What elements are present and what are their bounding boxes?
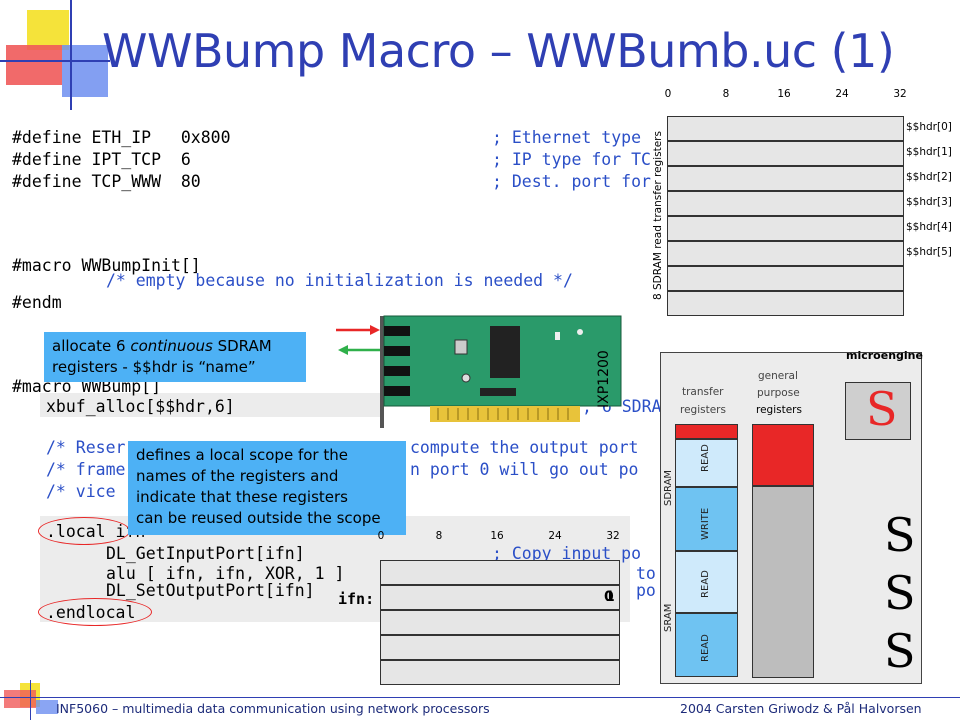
hdr-label-1: $$hdr[1] xyxy=(906,146,952,158)
code-empty-comment: /* empty because no initialization is ne… xyxy=(106,271,573,290)
sdram-tick-24: 24 xyxy=(835,88,849,100)
write-label: WRITE xyxy=(700,507,711,540)
ifn-value-1: 1 xyxy=(605,589,615,605)
general-registers-label-1: general xyxy=(758,370,798,382)
deco-bottom-blue xyxy=(36,700,58,714)
hdr-label-2: $$hdr[2] xyxy=(906,171,952,183)
deco-horizontal-line xyxy=(0,60,110,62)
sdram-reg-3 xyxy=(667,191,904,216)
code-alu-comment: to xyxy=(636,564,656,583)
ifn-tick-24: 24 xyxy=(548,530,562,542)
local-highlight-ellipse xyxy=(38,517,130,545)
sram-group-label: SRAM xyxy=(663,603,674,632)
code-dl-get-input-port: DL_GetInputPort[ifn] xyxy=(106,544,305,563)
deco-blue-square xyxy=(62,45,108,97)
sdram-tick-16: 16 xyxy=(777,88,791,100)
ifn-reg-4 xyxy=(380,660,620,685)
deco-red-square xyxy=(6,45,62,85)
thread-icon-3: S xyxy=(884,624,916,678)
sdram-reg-1 xyxy=(667,141,904,166)
code-dl-set-output-port: DL_SetOutputPort[ifn] xyxy=(106,581,315,600)
read-label-1: READ xyxy=(700,444,711,472)
slide-title: WWBump Macro – WWBumb.uc (1) xyxy=(102,24,895,78)
sdram-reg-7 xyxy=(667,291,904,316)
sdram-side-label: 8 SDRAM read transfer registers xyxy=(652,131,664,300)
sdram-tick-32: 32 xyxy=(893,88,907,100)
transfer-write xyxy=(675,487,738,551)
transfer-read-1 xyxy=(675,439,738,487)
ifn-reg-2 xyxy=(380,610,620,635)
code-macro-init: #macro WWBumpInit[] xyxy=(12,256,201,275)
xbuf-code-box xyxy=(40,393,380,417)
gpr-reg-red xyxy=(752,424,814,486)
footer-course: INF5060 – multimedia data communication … xyxy=(56,701,490,716)
allocate-callout-line2: registers - $$hdr is “name” xyxy=(52,358,256,376)
footer-authors: 2004 Carsten Griwodz & Pål Halvorsen xyxy=(680,701,922,716)
local-scope-callout: defines a local scope for the names of t… xyxy=(128,441,406,535)
deco-bottom-line xyxy=(0,697,960,698)
ifn-reg-0 xyxy=(380,560,620,585)
general-registers-label-3: registers xyxy=(756,404,802,416)
ixp1200-card-label: IXP1200 xyxy=(596,350,612,408)
thread-icon-2: S xyxy=(884,566,916,620)
general-registers-label-2: purpose xyxy=(757,387,800,399)
transfer-registers-label-1: transfer xyxy=(682,386,724,398)
sdram-tick-8: 8 xyxy=(722,88,730,100)
sdram-reg-4 xyxy=(667,216,904,241)
code-xbuf-alloc: xbuf_alloc[$$hdr,6] xyxy=(46,397,235,416)
ifn-tick-16: 16 xyxy=(490,530,504,542)
endlocal-highlight-ellipse xyxy=(38,598,152,626)
code-endm: #endm xyxy=(12,293,62,312)
ifn-tick-0: 0 xyxy=(377,530,385,542)
hdr-label-4: $$hdr[4] xyxy=(906,221,952,233)
ifn-value-0: 0 xyxy=(604,589,614,605)
active-thread-icon: S xyxy=(866,382,898,436)
sdram-reg-0 xyxy=(667,116,904,141)
code-frame-comment-a: /* frame xyxy=(46,460,126,479)
ifn-label: ifn: xyxy=(338,590,375,608)
microengine-title: microengine xyxy=(846,349,923,362)
sdram-reg-6 xyxy=(667,266,904,291)
active-thread-box xyxy=(845,382,911,440)
transfer-read-2 xyxy=(675,551,738,613)
thread-icon-1: S xyxy=(884,508,916,562)
code-define-ipt-tcp-comment: ; IP type for TC xyxy=(492,150,651,169)
code-vice-comment: /* vice xyxy=(46,482,116,501)
read-label-3: READ xyxy=(700,634,711,662)
transfer-registers-label-2: registers xyxy=(680,404,726,416)
read-label-2: READ xyxy=(700,570,711,598)
sdram-tick-0: 0 xyxy=(664,88,672,100)
hdr-label-0: $$hdr[0] xyxy=(906,121,952,133)
code-define-tcp-www: #define TCP_WWW 80 xyxy=(12,172,201,191)
code-define-eth-ip-comment: ; Ethernet type xyxy=(492,128,642,147)
code-dl-set-comment: po xyxy=(636,581,656,600)
gpr-reg-gray xyxy=(752,486,814,678)
code-define-eth-ip: #define ETH_IP 0x800 xyxy=(12,128,231,147)
ifn-tick-8: 8 xyxy=(435,530,443,542)
allocate-callout-line1: allocate 6 continuous SDRAM xyxy=(52,337,272,355)
transfer-reg-red xyxy=(675,424,738,439)
code-dl-get-comment: ; Copy input po xyxy=(492,544,642,563)
network-card-illustration xyxy=(336,315,622,428)
sdram-group-label: SDRAM xyxy=(663,469,674,506)
hdr-label-3: $$hdr[3] xyxy=(906,196,952,208)
deco-bottom-vline xyxy=(30,680,31,720)
ifn-reg-3 xyxy=(380,635,620,660)
transfer-read-3 xyxy=(675,613,738,677)
deco-vertical-line xyxy=(70,0,72,110)
code-define-tcp-www-comment: ; Dest. port for xyxy=(492,172,651,191)
ifn-tick-32: 32 xyxy=(606,530,620,542)
ifn-reg-1 xyxy=(380,585,620,610)
deco-yellow-square xyxy=(27,10,69,50)
code-define-ipt-tcp: #define IPT_TCP 6 xyxy=(12,150,191,169)
code-alu: alu [ ifn, ifn, XOR, 1 ] xyxy=(106,564,345,583)
sdram-reg-5 xyxy=(667,241,904,266)
deco-bottom-red xyxy=(4,690,36,708)
hdr-label-5: $$hdr[5] xyxy=(906,246,952,258)
sdram-reg-2 xyxy=(667,166,904,191)
allocate-callout: allocate 6 continuous SDRAM registers - … xyxy=(44,332,306,382)
code-frame-comment-b: n port 0 will go out po xyxy=(410,460,639,479)
code-reserve-comment-a: /* Reser xyxy=(46,438,126,457)
code-reserve-comment-b: compute the output port xyxy=(410,438,639,457)
